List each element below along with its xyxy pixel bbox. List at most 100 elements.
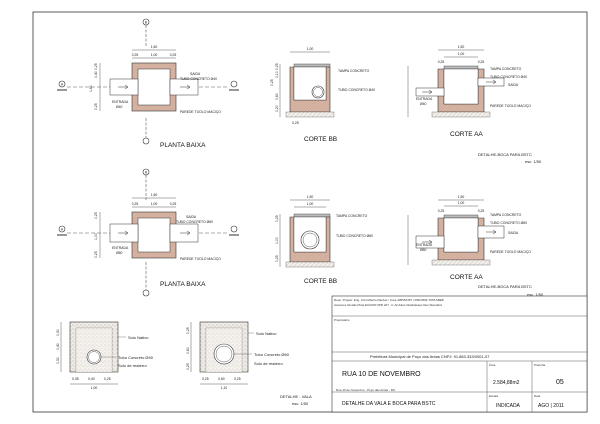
label-solo-nativo: Solo Nativo (128, 335, 149, 340)
dim-v-a: 0,25 (275, 63, 279, 70)
label-parede: PAREDE TIJOLO MACIÇO (490, 104, 531, 108)
tb-escala-value: INDICADA (496, 403, 521, 409)
dim-overall: 1,50 (458, 45, 465, 49)
vala-caption-title: DETALHE - VALA (280, 394, 312, 399)
dim-v-c: 0,25 (94, 251, 98, 258)
section-b-marker-bottom (142, 118, 150, 145)
vala-60-detail: 0,25 0,60 0,25 0,25 0,60 0,25 1,10 Solo … (186, 321, 290, 390)
dim-mid: 1,00 (458, 52, 465, 56)
label-saida: SAIDA (186, 215, 197, 219)
dim-total: 1,00 (91, 386, 98, 390)
label-tubo: TUBO CONCRETO Ø40 (338, 88, 375, 92)
vala-40-detail: 0,30 0,40 0,30 0,35 0,40 0,25 1,00 Solo … (56, 321, 154, 390)
mid-bb-pipe (300, 230, 320, 250)
tb-prancha-label: Prancha (534, 363, 546, 367)
label-entrada: ENTRADA (416, 97, 433, 101)
dim-right: 0,25 (170, 53, 177, 57)
top-bb-title: CORTE BB (304, 136, 337, 143)
dim-b1: 0,35 (72, 377, 79, 381)
top-bb-pipe (311, 85, 325, 99)
dim-b2: 0,60 (218, 377, 225, 381)
mid-plan-title: PLANTA BAIXA (160, 281, 206, 288)
label-tubo: TUBO CONCRETO Ø40 (490, 75, 527, 79)
dim-b1: 0,25 (202, 377, 209, 381)
dim-b3: 0,25 (234, 377, 241, 381)
dim-b2: 0,40 (88, 377, 95, 381)
section-a-letter: A (61, 83, 64, 87)
label-solo-nativo: Solo Nativo (256, 331, 277, 336)
vala-caption-scale: esc. 1/50 (292, 401, 309, 406)
label-parede: PAREDE TIJOLO MACIÇO (180, 257, 221, 261)
tb-area-label: Área (489, 363, 496, 367)
label-entrada: ENTRADA (416, 243, 433, 247)
label-entrada-diameter: Ø60 (116, 251, 123, 255)
top-caption-scale: esc. 1/50 (525, 159, 542, 164)
label-reaterro: Solo de reaterro (254, 361, 283, 366)
label-saida: SAIDA (190, 72, 201, 76)
label-tubo: TUBO CONCRETO Ø60 (336, 234, 373, 238)
tb-prefeitura: Prefeitura Municipal de Poço das Antas C… (370, 354, 490, 359)
dim-mid: 1,00 (151, 202, 158, 206)
section-a-letter: A (61, 228, 64, 232)
label-entrada: ENTRADA (112, 100, 129, 104)
dim-v-b: 1,00 (275, 237, 279, 244)
mid-plan-view: B A 1,50 0,25 1,00 0,25 0,25 1,00 0,25 S… (57, 168, 239, 297)
dim-top: 1,50 (307, 195, 314, 199)
dim-v-a: 0,25 (186, 327, 190, 334)
tb-conteudo: DETALHE DA VALA E BOCA PARA BSTC (342, 401, 436, 407)
dim-v-b: 0,10 (275, 71, 279, 78)
dim-mid: 1,00 (307, 202, 314, 206)
dim-v-e: 0,20 (275, 105, 279, 112)
tb-proprietario-label: Proprietário (334, 318, 350, 322)
dim-v-a: 0,30 (56, 329, 60, 336)
dim-mid: 1,00 (458, 201, 465, 205)
dim-bottom: 0,25 (292, 121, 299, 125)
label-entrada-diameter: Ø40 (420, 102, 427, 106)
top-plan-title: PLANTA BAIXA (160, 142, 206, 149)
dim-overall: 1,50 (458, 195, 465, 199)
tb-responsavel: Resp. Projeto: Eng. Civil Alberto Rauber… (334, 298, 444, 302)
label-tubo: Tubo Concreto Ø60 (254, 352, 290, 357)
dim-left: 0,25 (132, 202, 139, 206)
dim-left: 0,25 (438, 60, 445, 64)
vala-40-pipe (86, 349, 102, 365)
top-section-bb: 1,00 0,25 0,10 0,25 0,60 0,20 0,25 TAMPA… (270, 47, 375, 143)
tb-area-value: 2.584,88m2 (493, 380, 520, 386)
tb-local: Rua 10 de Novembro - Poço das Antas - RS (336, 388, 395, 392)
dim-v-d: 0,60 (275, 93, 279, 100)
tb-data-label: Data (534, 394, 541, 398)
sheet-frame (32, 11, 588, 413)
dim-v-c: 1,60 (89, 85, 93, 92)
dim-v-a: 0,25 (94, 63, 98, 70)
vala-60-pipe (213, 343, 235, 365)
section-a-marker-right (229, 80, 239, 91)
label-tubo: TUBO CONCRETO Ø40 (180, 77, 217, 81)
label-saida: SAIDA (508, 231, 519, 235)
section-b-marker-top: B (142, 18, 150, 46)
label-entrada-diameter: Ø40 (116, 105, 123, 109)
dim-v-c: 0,25 (270, 79, 274, 86)
dim-v-a: 0,25 (275, 215, 279, 222)
section-b-letter: B (145, 21, 148, 25)
dim-v-b: 1,00 (94, 233, 98, 240)
dim-v-b: 0,60 (186, 347, 190, 354)
dim-v-d: 0,25 (94, 103, 98, 110)
dim-v-c: 0,25 (275, 255, 279, 262)
mid-caption-scale: esc. 1/50 (527, 292, 544, 297)
tb-responsavel-2: Assentos Glosão Pista EXAOM NPR 227 - F.… (334, 303, 442, 307)
tb-data-value: AGO | 2011 (538, 403, 564, 409)
dim-total: 1,10 (221, 386, 228, 390)
label-tubo: TUBO CONCRETO Ø60 (176, 220, 213, 224)
label-reaterro: Solo de reaterro (118, 363, 147, 368)
tb-obra: RUA 10 DE NOVEMBRO (342, 371, 421, 378)
label-saida: SAIDA (508, 83, 519, 87)
mid-caption-title: DETALHE-BOCA PARA BSTC (478, 284, 532, 289)
mid-aa-title: CORTE AA (450, 274, 483, 281)
dim-right: 0,25 (478, 60, 485, 64)
top-section-aa: 1,50 1,00 0,25 0,25 TAMPA CONCRETO TUBO … (407, 45, 531, 138)
top-aa-title: CORTE AA (450, 131, 483, 138)
dim-overall: 1,50 (151, 45, 158, 49)
label-tubo: Tubo Concreto Ø40 (118, 355, 154, 360)
dim-v-c: 0,30 (56, 357, 60, 364)
